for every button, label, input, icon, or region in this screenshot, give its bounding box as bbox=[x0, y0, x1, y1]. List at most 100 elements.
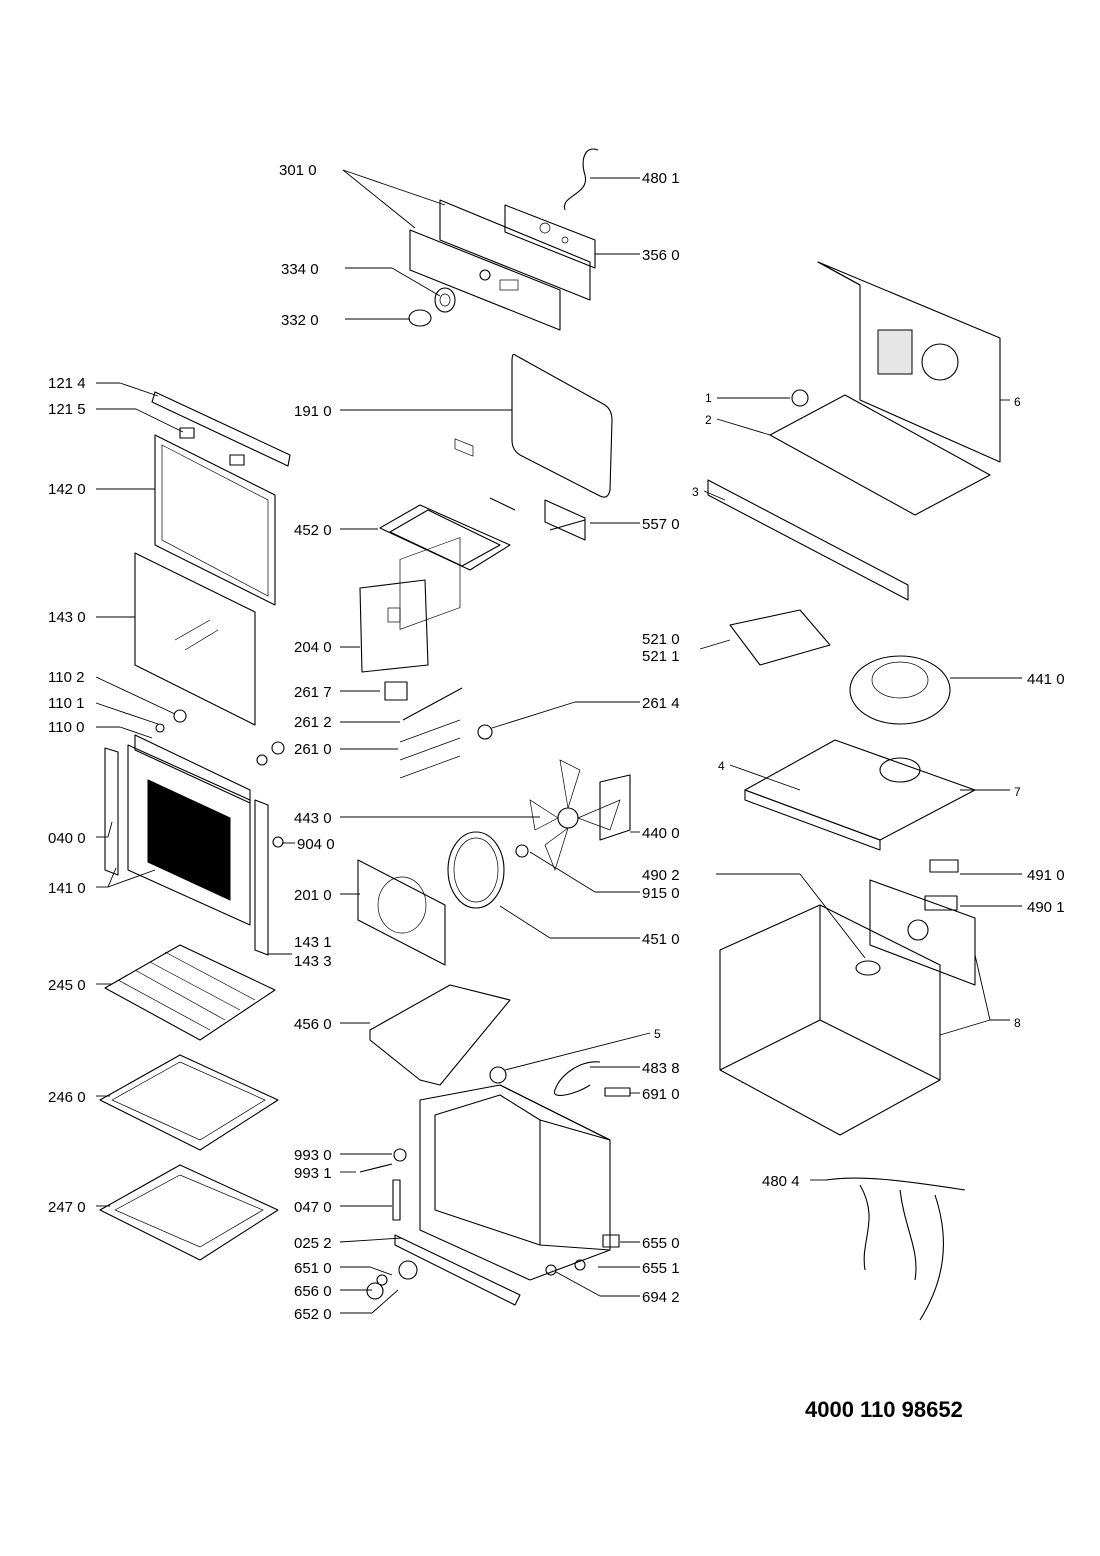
label-490-2: 490 2 bbox=[642, 867, 680, 884]
callout-numbers: 1 2 3 4 5 6 7 8 bbox=[654, 391, 1021, 1041]
baking-tray bbox=[99, 1054, 279, 1151]
label-110-1: 110 1 bbox=[48, 695, 84, 712]
callout-7: 7 bbox=[1014, 785, 1021, 799]
label-557-0: 557 0 bbox=[642, 516, 680, 533]
label-143-1: 143 1 bbox=[294, 934, 332, 951]
label-480-4: 480 4 bbox=[762, 1173, 800, 1190]
label-143-0: 143 0 bbox=[48, 609, 86, 626]
front-trim-025-2 bbox=[394, 1234, 521, 1306]
label-110-0: 110 0 bbox=[48, 719, 84, 736]
label-656-0: 656 0 bbox=[294, 1283, 332, 1300]
label-201-0: 201 0 bbox=[294, 887, 332, 904]
cooling-fan-housing bbox=[849, 655, 951, 725]
label-143-3: 143 3 bbox=[294, 953, 332, 970]
callout-2: 2 bbox=[705, 413, 712, 427]
callout-5: 5 bbox=[654, 1027, 661, 1041]
label-110-2: 110 2 bbox=[48, 669, 84, 686]
top-cover-housing bbox=[817, 261, 1001, 463]
label-651-0: 651 0 bbox=[294, 1260, 332, 1277]
rear-shield bbox=[359, 579, 429, 673]
label-246-0: 246 0 bbox=[48, 1089, 86, 1106]
inner-glass-frame bbox=[154, 434, 276, 606]
oven-gasket bbox=[511, 353, 613, 498]
label-491-0: 491 0 bbox=[1027, 867, 1065, 884]
door-hinge-right bbox=[254, 799, 269, 956]
door-glass bbox=[134, 552, 256, 726]
label-356-0: 356 0 bbox=[642, 247, 680, 264]
circular-heater bbox=[447, 831, 505, 909]
label-142-0: 142 0 bbox=[48, 481, 86, 498]
label-261-4: 261 4 bbox=[642, 695, 680, 712]
label-904-0: 904 0 bbox=[297, 836, 335, 853]
label-691-0: 691 0 bbox=[642, 1086, 680, 1103]
control-board bbox=[504, 204, 596, 269]
cooling-duct-plate bbox=[744, 739, 976, 841]
top-plate bbox=[769, 394, 991, 516]
label-456-0: 456 0 bbox=[294, 1016, 332, 1033]
relay-board bbox=[729, 609, 831, 666]
callout-8: 8 bbox=[1014, 1016, 1021, 1030]
label-245-0: 245 0 bbox=[48, 977, 86, 994]
label-655-1: 655 1 bbox=[642, 1260, 680, 1277]
main-wire-harness bbox=[825, 1177, 966, 1321]
outer-casing bbox=[719, 904, 941, 1136]
door-hinge-clip bbox=[179, 427, 195, 439]
callout-1: 1 bbox=[705, 391, 712, 405]
label-694-2: 694 2 bbox=[642, 1289, 680, 1306]
door-hinge-left bbox=[104, 747, 119, 876]
callout-6: 6 bbox=[1014, 395, 1021, 409]
convection-fan bbox=[529, 759, 621, 872]
label-247-0: 247 0 bbox=[48, 1199, 86, 1216]
callout-4: 4 bbox=[718, 759, 725, 773]
parts-artwork bbox=[99, 148, 1001, 1321]
shelf-bracket bbox=[384, 681, 408, 701]
label-441-0: 441 0 bbox=[1027, 671, 1065, 688]
label-655-0: 655 0 bbox=[642, 1235, 680, 1252]
label-490-1: 490 1 bbox=[1027, 899, 1065, 916]
label-993-0: 993 0 bbox=[294, 1147, 332, 1164]
support-bracket bbox=[707, 479, 909, 601]
door-top-trim bbox=[151, 391, 291, 467]
label-025-2: 025 2 bbox=[294, 1235, 332, 1252]
label-443-0: 443 0 bbox=[294, 810, 332, 827]
screw-261-4 bbox=[477, 724, 493, 740]
bottom-heating-element bbox=[369, 984, 511, 1086]
part-labels: 301 0 480 1 356 0 334 0 332 0 121 4 121 … bbox=[48, 162, 1065, 1323]
label-332-0: 332 0 bbox=[281, 312, 319, 329]
thermostat-probe bbox=[544, 499, 586, 541]
label-451-0: 451 0 bbox=[642, 931, 680, 948]
label-652-0: 652 0 bbox=[294, 1306, 332, 1323]
wire-harness-small bbox=[563, 148, 599, 211]
callout-3: 3 bbox=[692, 485, 699, 499]
oven-cavity bbox=[419, 1084, 611, 1281]
label-483-8: 483 8 bbox=[642, 1060, 680, 1077]
label-141-0: 141 0 bbox=[48, 880, 86, 897]
label-452-0: 452 0 bbox=[294, 522, 332, 539]
door-switch bbox=[602, 1234, 620, 1248]
label-915-0: 915 0 bbox=[642, 885, 680, 902]
label-993-1: 993 1 bbox=[294, 1165, 332, 1182]
top-heating-element bbox=[379, 497, 516, 571]
deep-drip-tray bbox=[99, 1164, 279, 1261]
terminal-block bbox=[929, 859, 959, 873]
knob-656-0 bbox=[366, 1282, 384, 1300]
label-261-7: 261 7 bbox=[294, 684, 332, 701]
label-480-1: 480 1 bbox=[642, 170, 680, 187]
label-261-0: 261 0 bbox=[294, 741, 332, 758]
label-261-2: 261 2 bbox=[294, 714, 332, 731]
label-521-0: 521 0 bbox=[642, 631, 680, 648]
label-191-0: 191 0 bbox=[294, 403, 332, 420]
label-121-5: 121 5 bbox=[48, 401, 86, 418]
label-521-1: 521 1 bbox=[642, 648, 680, 665]
label-040-0: 040 0 bbox=[48, 830, 86, 847]
label-204-0: 204 0 bbox=[294, 639, 332, 656]
hinge-receiver bbox=[392, 1179, 401, 1221]
outer-door bbox=[127, 734, 251, 926]
wire-rack bbox=[104, 944, 276, 1041]
cavity-back-panel bbox=[357, 859, 446, 966]
leader-lines bbox=[95, 169, 1022, 1314]
side-shelf-rails bbox=[399, 537, 463, 779]
label-121-4: 121 4 bbox=[48, 375, 86, 392]
rear-panel bbox=[869, 879, 976, 986]
glass-spacer-1 bbox=[173, 709, 187, 723]
